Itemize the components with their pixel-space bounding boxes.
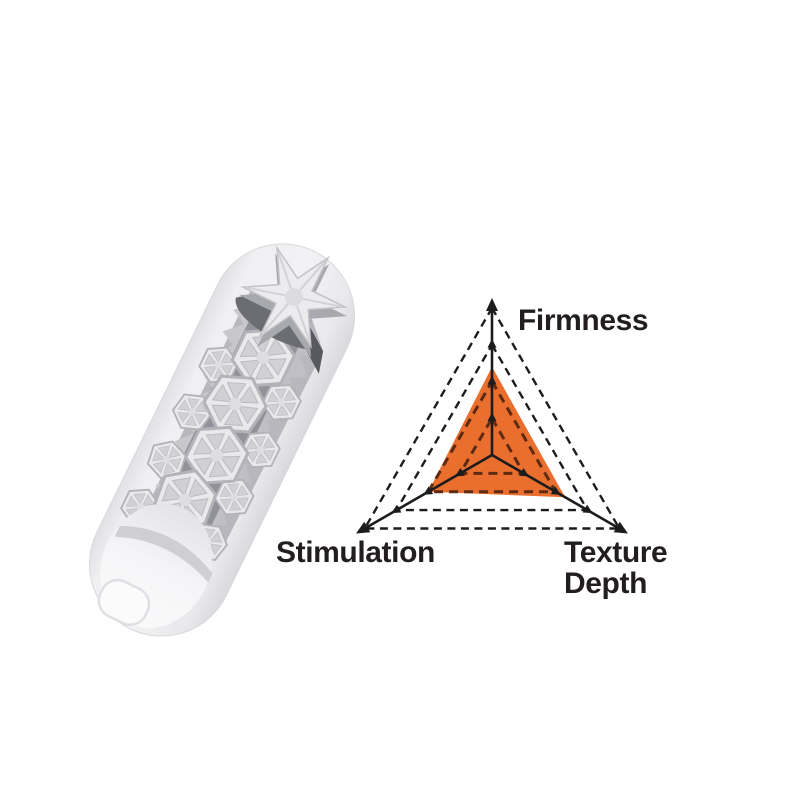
radar-axis-0-tick-2	[487, 375, 497, 385]
sleeve-cavity-shadow	[114, 525, 213, 583]
radar-label-texture-depth: Texture Depth	[564, 536, 668, 600]
radar-chart	[356, 298, 628, 534]
radar-data-polygon	[428, 366, 566, 498]
radar-axis-0-tick-3	[487, 338, 497, 348]
radar-grid-level-1	[457, 415, 527, 475]
radar-grid-level-2	[425, 378, 559, 494]
radar-axis-2-tick-4	[356, 521, 371, 534]
sleeve-orifice-star	[239, 245, 348, 358]
radar-grid-level-4	[362, 305, 622, 530]
radar-axis-1-tick-1	[519, 468, 529, 477]
radar-axis-2-tick-2	[423, 486, 434, 495]
radar-axis-2-tick-1	[455, 468, 465, 477]
radar-label-texture-line1: Texture	[564, 536, 668, 569]
sleeve-bottom-hole	[97, 578, 151, 626]
radar-axis-0-tick-1	[487, 412, 497, 422]
radar-axis-1-tick-4	[613, 521, 628, 534]
radar-label-texture-line2: Depth	[564, 567, 647, 600]
radar-axis-1-tick-2	[550, 486, 561, 495]
radar-label-stimulation: Stimulation	[276, 536, 435, 569]
product-cutaway-render	[89, 243, 355, 637]
radar-axis-0-tick-4	[486, 298, 498, 311]
radar-axis-2-tick-3	[391, 504, 402, 514]
radar-grid-level-3	[394, 342, 590, 512]
radar-label-firmness: Firmness	[518, 304, 649, 337]
radar-axis-1-tick-3	[582, 504, 593, 514]
